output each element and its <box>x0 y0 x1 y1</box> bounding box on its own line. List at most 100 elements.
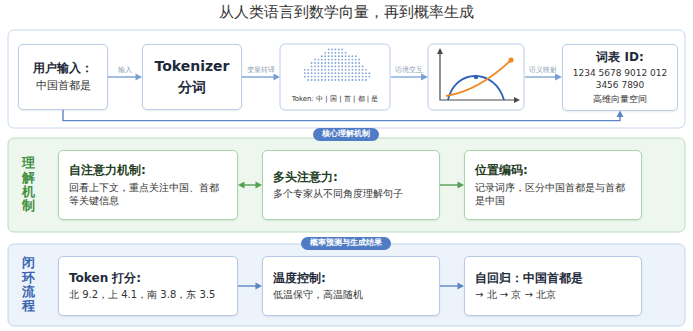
diagram-title: 从人类语言到数学向量，再到概率生成 <box>0 3 693 22</box>
cloud-dot <box>355 66 357 68</box>
cloud-dot <box>362 66 364 68</box>
cloud-dot <box>348 66 350 68</box>
cloud-dot <box>352 69 354 71</box>
box-heading: 核心理解机制 <box>322 129 370 140</box>
process-box: 词表 ID:1234 5678 9012 012 3456 7890高维向量空间 <box>562 44 678 111</box>
connector <box>108 74 142 81</box>
cloud-dot <box>304 72 306 74</box>
cloud-dot <box>348 62 350 64</box>
cloud-dot <box>328 69 330 71</box>
cloud-dot <box>328 79 330 81</box>
cloud-dot <box>331 69 333 71</box>
cloud-dot <box>321 59 323 61</box>
process-box: Tokenizer分词 <box>142 44 242 110</box>
box-heading: 自回归：中国首都是 <box>475 270 583 286</box>
cloud-dot <box>311 66 313 68</box>
cloud-dot <box>352 55 354 57</box>
cloud-dot <box>338 66 340 68</box>
cloud-dot <box>355 79 357 81</box>
blue-curve <box>448 76 504 100</box>
cloud-dot <box>352 62 354 64</box>
cloud-dot <box>345 62 347 64</box>
flow-arrow <box>525 76 556 77</box>
box-heading: 概率预测与生成结果 <box>310 238 382 249</box>
cloud-dot <box>314 79 316 81</box>
cloud-dot <box>355 55 357 57</box>
flow-arrow-head <box>421 74 428 81</box>
process-box: Token 打分:北 9.2，上 4.1，南 3.8，东 3.5 <box>58 256 238 316</box>
token-cloud <box>304 49 370 81</box>
box-heading: 理解机制 <box>22 156 35 213</box>
cloud-dot <box>338 76 340 78</box>
cloud-dot <box>358 66 360 68</box>
process-box: 温度控制:低温保守，高温随机 <box>262 256 440 316</box>
cloud-dot <box>355 59 357 61</box>
cloud-dot <box>307 76 309 78</box>
cloud-dot <box>324 69 326 71</box>
edge-label: 变量转译 <box>246 66 276 74</box>
box-heading: 词表 ID: <box>596 49 643 65</box>
cloud-dot <box>307 72 309 74</box>
cloud-dot <box>321 76 323 78</box>
orange-curve <box>446 60 511 96</box>
orange-dot <box>508 57 513 62</box>
cloud-dot <box>335 66 337 68</box>
cloud-card <box>280 44 390 110</box>
cloud-dot <box>318 76 320 78</box>
cloud-dot <box>362 79 364 81</box>
cloud-dot <box>307 69 309 71</box>
cloud-dot <box>355 72 357 74</box>
cloud-dot <box>345 66 347 68</box>
cloud-dot <box>324 62 326 64</box>
top-panel <box>8 30 685 128</box>
cloud-dot <box>341 49 343 51</box>
box-text: 多个专家从不同角度理解句子 <box>273 187 403 201</box>
cloud-dot <box>362 72 364 74</box>
connector <box>440 283 464 290</box>
section-panel: 闭环流程Token 打分:北 9.2，上 4.1，南 3.8，东 3.5温度控制… <box>8 244 685 326</box>
cloud-dot <box>345 52 347 54</box>
cloud-dot <box>328 49 330 51</box>
axis-head <box>437 48 443 54</box>
cloud-dot <box>321 69 323 71</box>
cloud-dot <box>341 62 343 64</box>
cloud-dot <box>324 79 326 81</box>
connector-line <box>108 76 136 77</box>
cloud-dot <box>324 52 326 54</box>
cloud-dot <box>338 62 340 64</box>
cloud-dot <box>331 72 333 74</box>
box-text: 高维向量空间 <box>593 93 647 105</box>
cloud-dot <box>324 55 326 57</box>
cloud-dot <box>328 72 330 74</box>
cloud-dot <box>324 76 326 78</box>
connector-line <box>242 76 274 77</box>
flow-arrow <box>391 76 422 77</box>
cloud-dot <box>345 59 347 61</box>
cloud-dot <box>345 76 347 78</box>
box-text: → 北 → 京 → 北京 <box>475 288 556 302</box>
arrow-head <box>274 74 281 81</box>
box-text: 记录词序，区分中国首都是与首都是中国 <box>475 181 631 208</box>
cloud-dot <box>348 55 350 57</box>
cloud-dot <box>335 76 337 78</box>
box-heading: 用户输入： <box>33 60 93 76</box>
cloud-dot <box>314 72 316 74</box>
section-pill: 概率预测与生成结果 <box>301 237 391 250</box>
cloud-dot <box>318 62 320 64</box>
process-box: 位置编码:记录词序，区分中国首都是与首都是中国 <box>464 150 642 220</box>
connector-line <box>244 184 256 185</box>
cloud-dot <box>331 76 333 78</box>
cloud-dot <box>335 52 337 54</box>
cloud-dot <box>338 69 340 71</box>
cloud-dot <box>328 59 330 61</box>
box-heading: 自注意力机制: <box>69 162 146 178</box>
box-heading: Token 打分: <box>69 270 141 286</box>
cloud-dot <box>304 76 306 78</box>
cloud-dot <box>335 72 337 74</box>
cloud-dot <box>318 69 320 71</box>
cloud-dot <box>314 69 316 71</box>
cloud-dot <box>362 76 364 78</box>
section-panel: 理解机制自注意力机制:回看上下文，重点关注中国、首都等关键信息多头注意力:多个专… <box>8 138 685 232</box>
cloud-dot <box>318 59 320 61</box>
